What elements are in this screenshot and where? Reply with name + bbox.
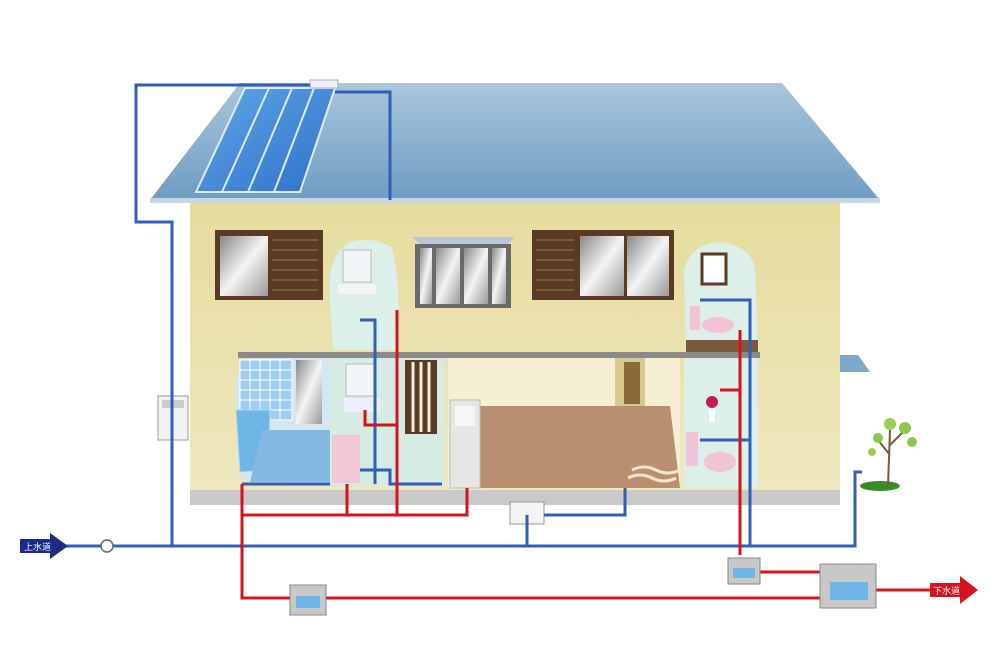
water-supply-label: 上水道	[24, 541, 51, 553]
drain-catch-basin-right	[727, 557, 761, 585]
final-catch-basin	[819, 563, 877, 609]
drain-pipes	[240, 310, 930, 600]
drain-catch-basin-left	[289, 584, 327, 616]
upstairs-toilet	[702, 317, 734, 333]
wood-floor	[470, 406, 680, 488]
bay-window	[412, 237, 515, 308]
water-meter	[100, 539, 114, 553]
foundation	[190, 490, 840, 505]
floor-slab	[238, 352, 760, 358]
sewer-arrow: 下水道	[930, 576, 978, 604]
tree	[860, 418, 917, 491]
supply-pipes	[60, 83, 862, 548]
side-eave	[840, 355, 870, 372]
washing-machine	[332, 435, 360, 483]
roof	[150, 83, 880, 200]
solar-panel	[194, 79, 339, 193]
window-left	[215, 230, 323, 300]
toilet	[704, 452, 736, 472]
water-supply-arrow: 上水道	[20, 533, 68, 559]
flower	[706, 396, 718, 408]
window-right	[532, 230, 674, 300]
sewer-label: 下水道	[933, 585, 960, 597]
roof-eave	[150, 198, 880, 203]
floor-heating	[627, 465, 681, 483]
